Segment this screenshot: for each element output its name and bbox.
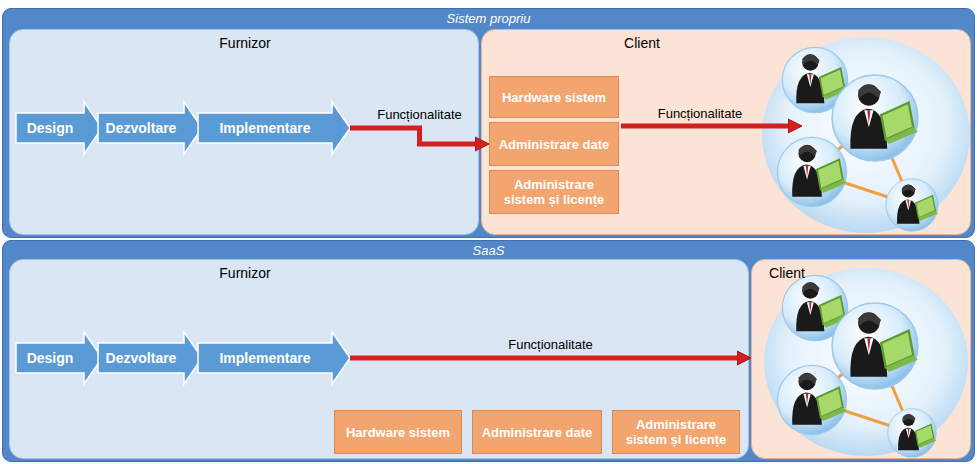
client-panel: ClientHardware sistemAdministrare dateAd… — [481, 29, 971, 235]
phase-arrow-outline — [16, 102, 102, 154]
phase-arrow: Design — [16, 102, 102, 154]
users-top — [762, 37, 970, 233]
task-label: Administrare date — [495, 137, 614, 152]
phase-arrow: Implementare — [198, 332, 350, 384]
phase-arrow: Dezvoltare — [98, 102, 202, 154]
user-links — [812, 308, 912, 433]
phase-arrow: Dezvoltare — [98, 332, 202, 384]
provider-panel: FurnizorDesign Dezvoltare ImplementareHard… — [9, 259, 749, 459]
client-panel: Client — [751, 259, 971, 459]
panel-heading: Client — [752, 264, 822, 282]
user-figure — [777, 365, 846, 434]
flow-arrow — [350, 128, 477, 144]
task-box: Hardware sistem — [334, 410, 462, 454]
users-cloud — [762, 37, 970, 233]
user-figure — [782, 275, 847, 340]
user-figure — [888, 409, 937, 458]
users-cloud — [764, 268, 968, 456]
task-box: Administrare date — [489, 122, 619, 166]
task-label: Administrare date — [478, 425, 597, 440]
user-figure — [886, 179, 938, 231]
phase-label: Design — [27, 350, 74, 367]
task-label: Administrare sistem și licențe — [613, 417, 739, 447]
phase-arrow-outline — [98, 332, 202, 384]
flow-arrow — [350, 356, 739, 361]
flow-label: Funcționalitate — [658, 106, 743, 122]
band-title: Sistem propriu — [3, 10, 974, 27]
user-links — [812, 80, 912, 205]
user-figure — [832, 75, 918, 161]
task-label: Administrare sistem și licențe — [490, 177, 618, 207]
phase-label: Implementare — [219, 120, 310, 137]
user-figure — [782, 47, 847, 112]
flow-arrow — [621, 124, 790, 129]
phase-arrow-outline — [198, 332, 350, 384]
phase-arrow: Design — [16, 332, 102, 384]
task-box: Administrare date — [472, 410, 602, 454]
task-box: Hardware sistem — [489, 76, 619, 118]
task-label: Hardware sistem — [498, 90, 610, 105]
flow-label: Funcționalitate — [377, 107, 462, 123]
phase-arrow-outline — [98, 102, 202, 154]
phase-label: Implementare — [219, 350, 310, 367]
user-figure — [777, 137, 846, 206]
model-band: Sistem propriuFurnizorDesign Dezvoltare Im… — [2, 8, 975, 238]
panel-heading: Furnizor — [10, 264, 480, 282]
phase-arrow-outline — [198, 102, 350, 154]
task-label: Hardware sistem — [342, 425, 454, 440]
phase-label: Design — [27, 120, 74, 137]
panel-heading: Furnizor — [10, 34, 480, 52]
phase-arrow: Implementare — [198, 102, 350, 154]
phase-label: Dezvoltare — [106, 120, 177, 137]
users-bottom — [764, 268, 968, 457]
task-box: Administrare sistem și licențe — [489, 170, 619, 214]
model-band: SaaS FurnizorDesign Dezvoltare Implementare… — [2, 240, 975, 462]
flow-label: Funcționalitate — [508, 337, 593, 353]
phase-label: Dezvoltare — [106, 350, 177, 367]
provider-panel: FurnizorDesign Dezvoltare Implementare — [9, 29, 479, 235]
band-title: SaaS — [3, 242, 974, 259]
task-box: Administrare sistem și licențe — [612, 410, 740, 454]
panel-heading: Client — [482, 34, 802, 52]
user-figure — [832, 303, 918, 389]
phase-arrow-outline — [16, 332, 102, 384]
